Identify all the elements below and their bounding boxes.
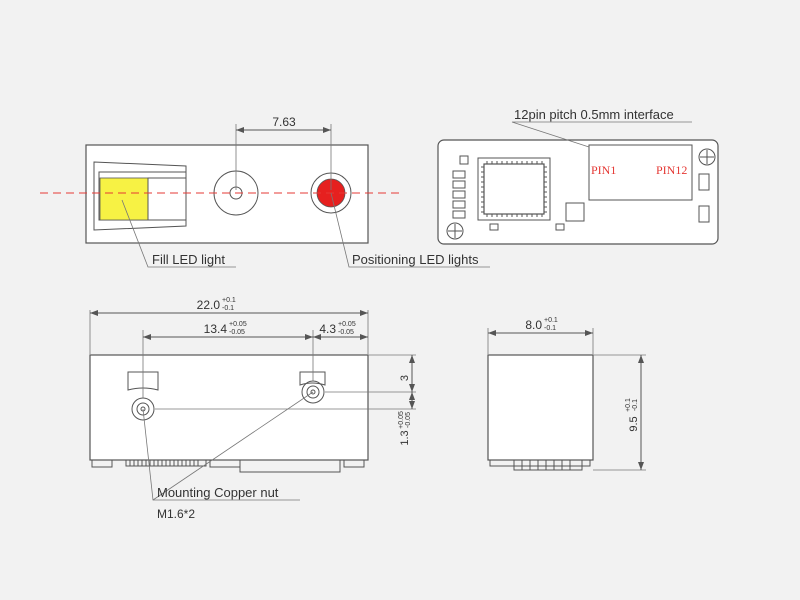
- pcb-view: PIN1 PIN12 12pin pitch 0.5mm interface: [437, 107, 719, 245]
- screw-icon: [698, 148, 716, 166]
- side-height-tol-lower: -0.1: [632, 399, 639, 411]
- edge-tol-upper: +0.05: [338, 321, 356, 328]
- side-width-tol-lower: -0.1: [544, 325, 556, 332]
- fpc-connector: [588, 144, 693, 201]
- width-value: 22.0: [197, 298, 221, 312]
- top-view: 7.63 Fill LED light Positioning LED ligh…: [40, 115, 490, 268]
- interface-callout: [511, 121, 692, 148]
- height-tol-lower: -0.05: [405, 412, 412, 428]
- edge-value: 4.3: [319, 322, 336, 336]
- width-tol-lower: -0.1: [222, 305, 234, 312]
- hole-span-tol-lower: -0.05: [229, 329, 245, 336]
- pin1-label: PIN1: [591, 163, 616, 177]
- depth-value: 3: [399, 375, 411, 381]
- fill-led-label: Fill LED light: [152, 252, 225, 267]
- height-value: 1.3: [399, 430, 411, 445]
- width-tol-upper: +0.1: [222, 297, 236, 304]
- interface-label: 12pin pitch 0.5mm interface: [514, 107, 674, 122]
- positioning-led-callout: [330, 192, 490, 268]
- front-view: 22.0 +0.1 -0.1 13.4 +0.05 -0.05 4.3 +0.0…: [89, 297, 416, 521]
- mount-slot-left: [127, 371, 159, 391]
- screw-icon: [446, 222, 464, 240]
- nut-label: Mounting Copper nut: [157, 485, 279, 500]
- edge-tol-lower: -0.05: [338, 329, 354, 336]
- spacing-value: 7.63: [272, 115, 296, 129]
- fill-led-callout: [121, 199, 236, 268]
- side-height-tol-upper: +0.1: [625, 398, 632, 412]
- height-tol-upper: +0.05: [398, 411, 405, 429]
- qfp-chip: [477, 157, 551, 221]
- nut-spec: M1.6*2: [157, 507, 195, 521]
- lens-housing: [93, 161, 187, 231]
- side-view: 8.0 +0.1 -0.1 9.5 +0.1 -0.1: [487, 317, 646, 471]
- hole-span-value: 13.4: [204, 322, 228, 336]
- mount-slot-right: [299, 371, 326, 386]
- fill-led: [99, 177, 149, 221]
- pin12-label: PIN12: [656, 163, 687, 177]
- side-height-value: 9.5: [628, 416, 640, 431]
- positioning-led-label: Positioning LED lights: [352, 252, 479, 267]
- hole-span-tol-upper: +0.05: [229, 321, 247, 328]
- side-width-value: 8.0: [525, 318, 542, 332]
- module-side-outline: [487, 354, 594, 461]
- side-width-tol-upper: +0.1: [544, 317, 558, 324]
